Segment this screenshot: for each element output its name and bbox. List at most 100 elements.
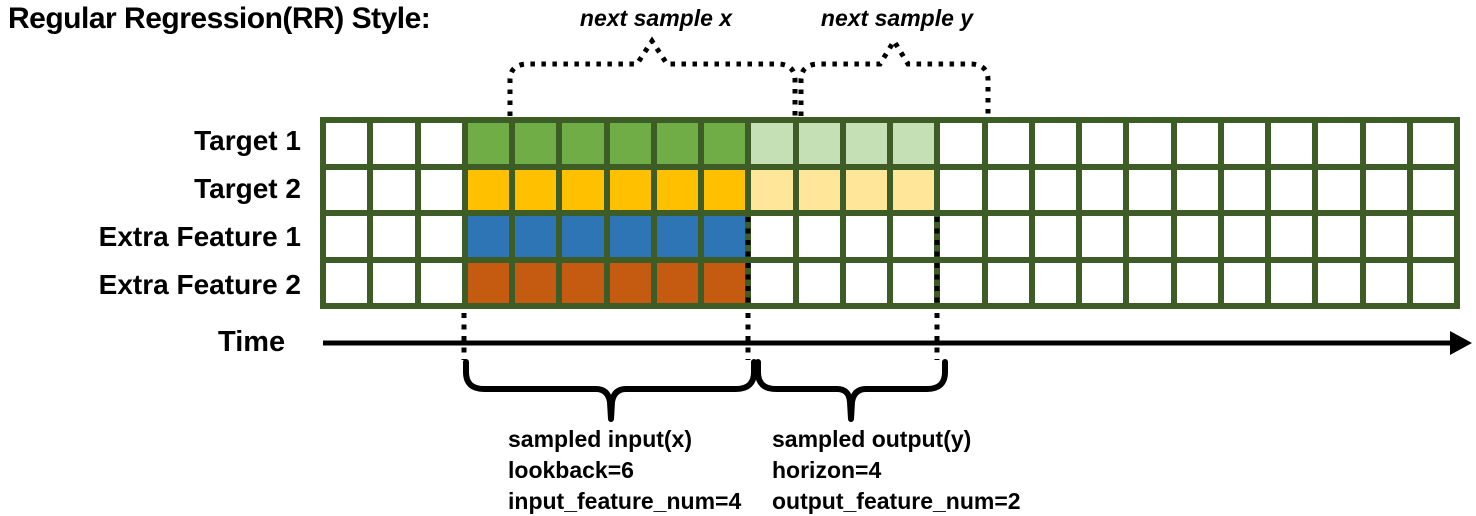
grid-cell bbox=[987, 123, 1029, 164]
grid-cell bbox=[656, 169, 698, 210]
next-sample-x-label: next sample x bbox=[579, 5, 733, 31]
grid-cell bbox=[1223, 123, 1265, 164]
grid-cell bbox=[1412, 262, 1454, 303]
grid-cell bbox=[1034, 262, 1076, 303]
grid-cell bbox=[798, 216, 840, 257]
grid-cell bbox=[1176, 123, 1218, 164]
grid-cell bbox=[1412, 216, 1454, 257]
grid-cell bbox=[562, 169, 604, 210]
next-sample-y-brace bbox=[798, 36, 991, 116]
grid-cell bbox=[798, 262, 840, 303]
grid-cell bbox=[1223, 262, 1265, 303]
grid-cell bbox=[751, 262, 793, 303]
lookback-value: lookback=6 bbox=[508, 457, 634, 483]
grid-cell bbox=[893, 216, 935, 257]
sampled-input-brace bbox=[463, 359, 757, 422]
row-label: Target 2 bbox=[194, 173, 301, 204]
grid-cell bbox=[1176, 169, 1218, 210]
grid-cell bbox=[940, 123, 982, 164]
grid-cell bbox=[656, 123, 698, 164]
grid-cell bbox=[1271, 216, 1313, 257]
grid-cell bbox=[987, 216, 1029, 257]
grid-cell bbox=[420, 123, 462, 164]
grid-cell bbox=[704, 123, 746, 164]
grid-cell bbox=[845, 216, 887, 257]
input-feature-num-value: input_feature_num=4 bbox=[508, 488, 742, 514]
grid-cell bbox=[420, 169, 462, 210]
grid-cell bbox=[987, 262, 1029, 303]
grid-cell bbox=[515, 216, 557, 257]
grid-cell bbox=[940, 262, 982, 303]
grid-cell bbox=[1318, 262, 1360, 303]
row-label: Target 1 bbox=[194, 125, 301, 156]
sampled-output-brace bbox=[755, 359, 948, 422]
row-label: Extra Feature 1 bbox=[98, 221, 301, 252]
grid-cell bbox=[1082, 169, 1124, 210]
grid-cell bbox=[1365, 169, 1407, 210]
grid-cell bbox=[609, 169, 651, 210]
grid-cell bbox=[751, 216, 793, 257]
grid-cell bbox=[845, 169, 887, 210]
grid-cell bbox=[515, 169, 557, 210]
grid-cell bbox=[1271, 123, 1313, 164]
next-sample-y-label: next sample y bbox=[820, 5, 974, 31]
grid-cell bbox=[1129, 216, 1171, 257]
grid-cell bbox=[373, 216, 415, 257]
horizon-value: horizon=4 bbox=[772, 457, 882, 483]
grid-cell bbox=[1034, 123, 1076, 164]
grid-cell bbox=[326, 169, 368, 210]
grid-cell bbox=[420, 216, 462, 257]
grid-cell bbox=[1129, 123, 1171, 164]
grid-cell bbox=[893, 169, 935, 210]
grid-cell bbox=[373, 123, 415, 164]
time-axis-arrowhead-icon bbox=[1450, 331, 1472, 355]
grid-cell bbox=[704, 216, 746, 257]
grid-cell bbox=[656, 262, 698, 303]
grid-cell bbox=[467, 216, 509, 257]
grid-cell bbox=[515, 123, 557, 164]
grid-cell bbox=[1082, 216, 1124, 257]
grid-cell bbox=[562, 123, 604, 164]
grid-cell bbox=[893, 262, 935, 303]
grid-cell bbox=[373, 262, 415, 303]
grid-cell bbox=[656, 216, 698, 257]
grid-cell bbox=[609, 123, 651, 164]
grid-cell bbox=[704, 169, 746, 210]
grid-cell bbox=[1034, 169, 1076, 210]
grid-cell bbox=[467, 262, 509, 303]
grid-cell bbox=[1176, 262, 1218, 303]
grid-cell bbox=[1082, 262, 1124, 303]
grid-cell bbox=[1129, 169, 1171, 210]
grid-cell bbox=[562, 216, 604, 257]
grid-cell bbox=[1223, 216, 1265, 257]
time-axis-label: Time bbox=[218, 326, 286, 358]
grid-cell bbox=[751, 123, 793, 164]
grid-cell bbox=[609, 216, 651, 257]
grid-cell bbox=[562, 262, 604, 303]
grid-cell bbox=[987, 169, 1029, 210]
sampled-input-note: sampled input(x) lookback=6 input_featur… bbox=[508, 424, 741, 516]
grid-cell bbox=[1318, 169, 1360, 210]
grid-cell bbox=[326, 262, 368, 303]
grid-cell bbox=[704, 262, 746, 303]
sampled-input-title: sampled input(x) bbox=[508, 426, 693, 452]
grid-cell bbox=[845, 262, 887, 303]
sampled-output-title: sampled output(y) bbox=[772, 426, 972, 452]
grid-cell bbox=[940, 216, 982, 257]
grid-cell bbox=[1318, 216, 1360, 257]
grid-cell bbox=[1365, 262, 1407, 303]
grid-cell bbox=[845, 123, 887, 164]
grid-cell bbox=[1318, 123, 1360, 164]
next-sample-x-brace bbox=[507, 36, 798, 116]
grid-cell bbox=[420, 262, 462, 303]
grid-cell bbox=[1176, 216, 1218, 257]
grid-cell bbox=[1271, 262, 1313, 303]
grid-cell bbox=[1365, 123, 1407, 164]
grid-cell bbox=[798, 169, 840, 210]
sample-grid bbox=[320, 117, 1460, 309]
grid-cell bbox=[1271, 169, 1313, 210]
grid-cell bbox=[609, 262, 651, 303]
output-feature-num-value: output_feature_num=2 bbox=[772, 488, 1021, 514]
